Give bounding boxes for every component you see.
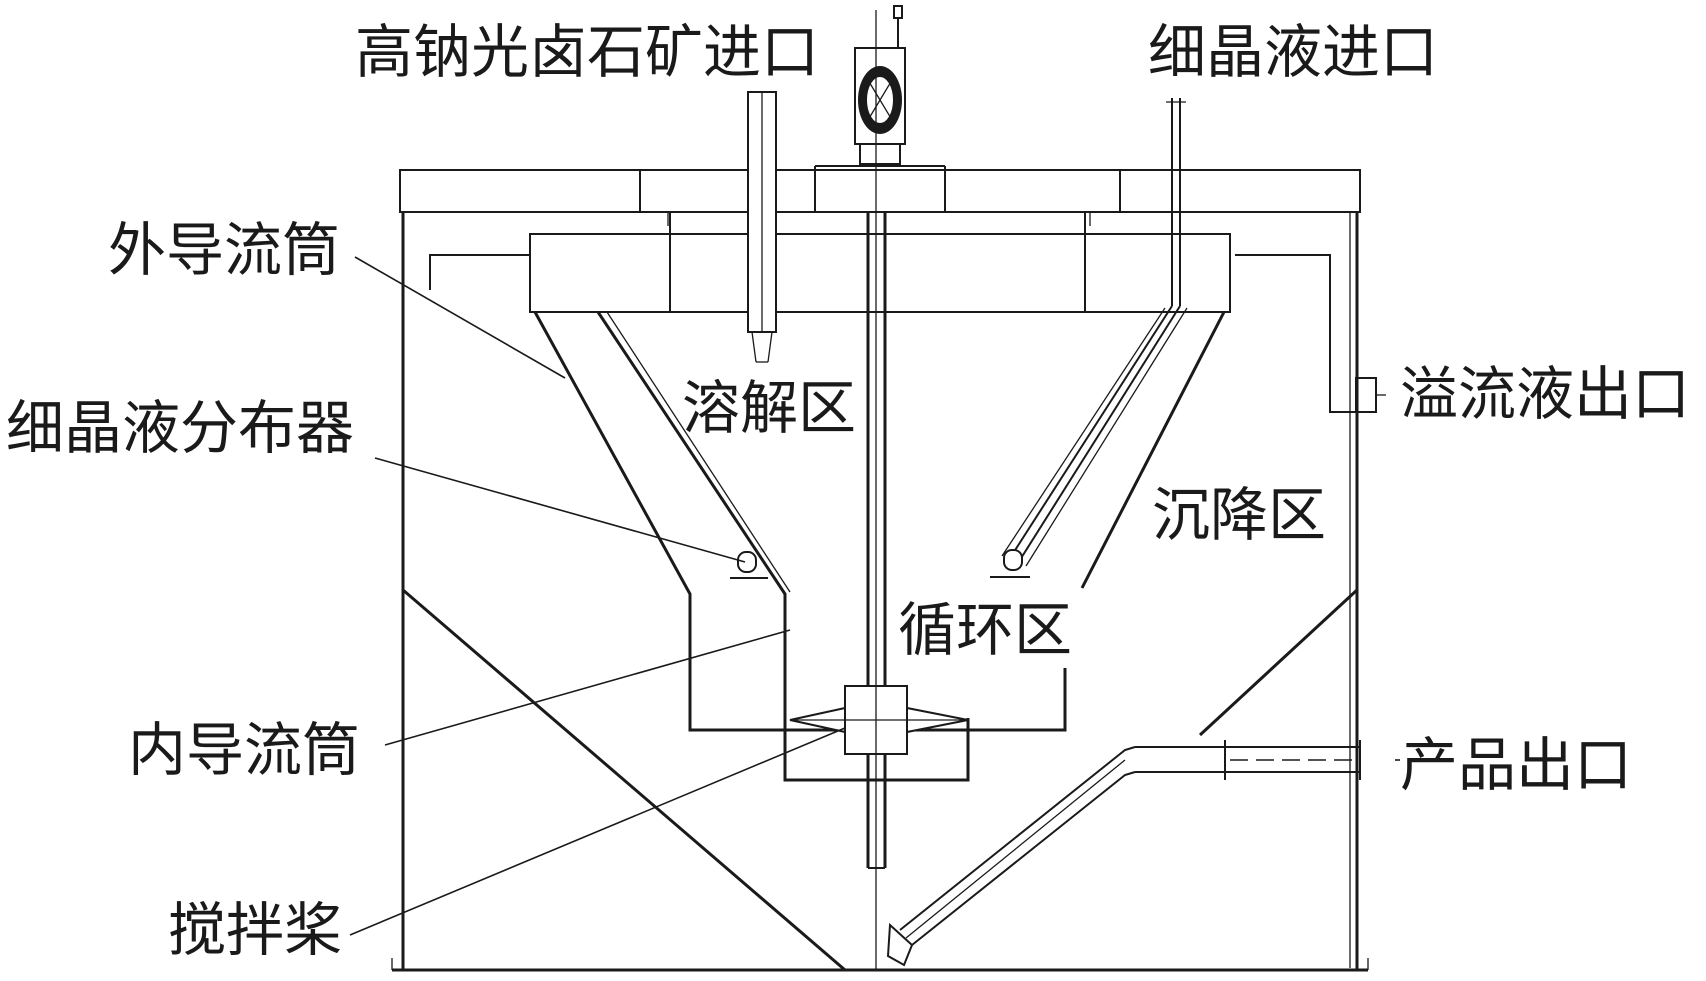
label-product-outlet: 产品出口 (1400, 731, 1632, 799)
impeller (789, 685, 969, 755)
label-circulation-zone: 循环区 (898, 596, 1072, 664)
label-dissolution-zone: 溶解区 (682, 374, 856, 442)
ore-feed-pipe (747, 91, 777, 363)
label-outer-draft-tube: 外导流筒 (108, 216, 340, 284)
label-overflow-outlet: 溢流液出口 (1400, 360, 1690, 428)
label-fine-crystal-distributor: 细晶液分布器 (6, 394, 354, 462)
support-block (529, 212, 1231, 313)
agitator-shaft (866, 10, 887, 970)
product-outlet-pipe (886, 740, 1361, 967)
fine-crystal-distributor-right (990, 549, 1030, 578)
label-settling-zone: 沉降区 (1152, 481, 1326, 549)
label-ore-inlet: 高钠光卤石矿进口 (355, 18, 819, 86)
inner-draft-tube (596, 311, 791, 718)
overflow-channel (429, 254, 1386, 413)
fine-crystal-pipe (1001, 98, 1188, 567)
fine-crystal-distributor-left (730, 551, 768, 579)
label-inner-draft-tube: 内导流筒 (128, 716, 360, 784)
top-cover (399, 165, 1361, 213)
leader-lines (349, 256, 1400, 936)
bottom-cone (402, 588, 1359, 972)
label-fine-crystal-inlet: 细晶液进口 (1148, 18, 1438, 86)
motor (854, 5, 906, 165)
outer-draft-tube (533, 311, 1226, 732)
label-impeller: 搅拌桨 (168, 896, 342, 964)
circulation-cylinder (783, 718, 970, 782)
